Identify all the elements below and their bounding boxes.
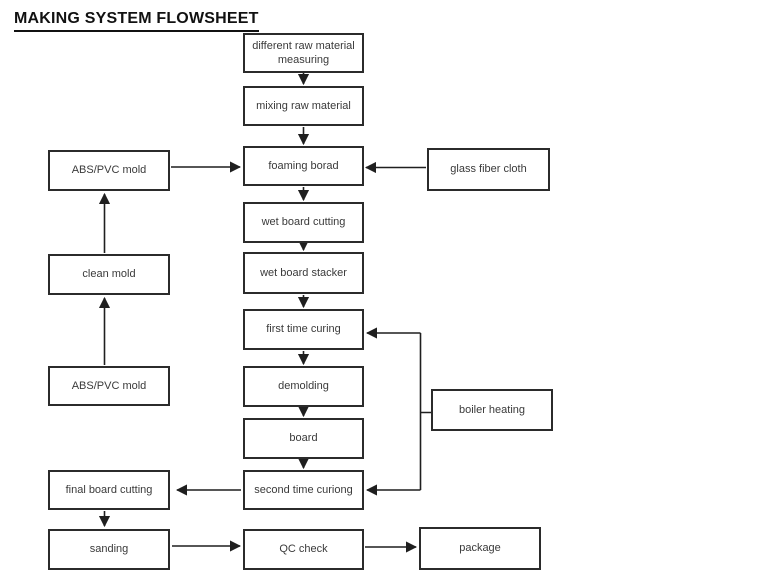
node-clean-mold: clean mold [48, 254, 170, 295]
node-second-time-curiong: second time curiong [243, 470, 364, 510]
node-glass-fiber-cloth: glass fiber cloth [427, 148, 550, 191]
page-title: MAKING SYSTEM FLOWSHEET [14, 10, 259, 32]
node-boiler-heating: boiler heating [431, 389, 553, 431]
node-wet-board-cutting: wet board cutting [243, 202, 364, 243]
node-different-raw-material-measuring: different raw material measuring [243, 33, 364, 73]
node-package: package [419, 527, 541, 570]
node-sanding: sanding [48, 529, 170, 570]
node-mixing-raw-material: mixing raw material [243, 86, 364, 126]
node-demolding: demolding [243, 366, 364, 407]
boiler-heating-bus-line [419, 333, 431, 490]
node-first-time-curing: first time curing [243, 309, 364, 350]
node-board: board [243, 418, 364, 459]
node-qc-check: QC check [243, 529, 364, 570]
node-foaming-borad: foaming borad [243, 146, 364, 186]
node-final-board-cutting: final board cutting [48, 470, 170, 510]
node-abs-pvc-mold-bottom: ABS/PVC mold [48, 366, 170, 406]
node-abs-pvc-mold-top: ABS/PVC mold [48, 150, 170, 191]
node-wet-board-stacker: wet board stacker [243, 252, 364, 294]
